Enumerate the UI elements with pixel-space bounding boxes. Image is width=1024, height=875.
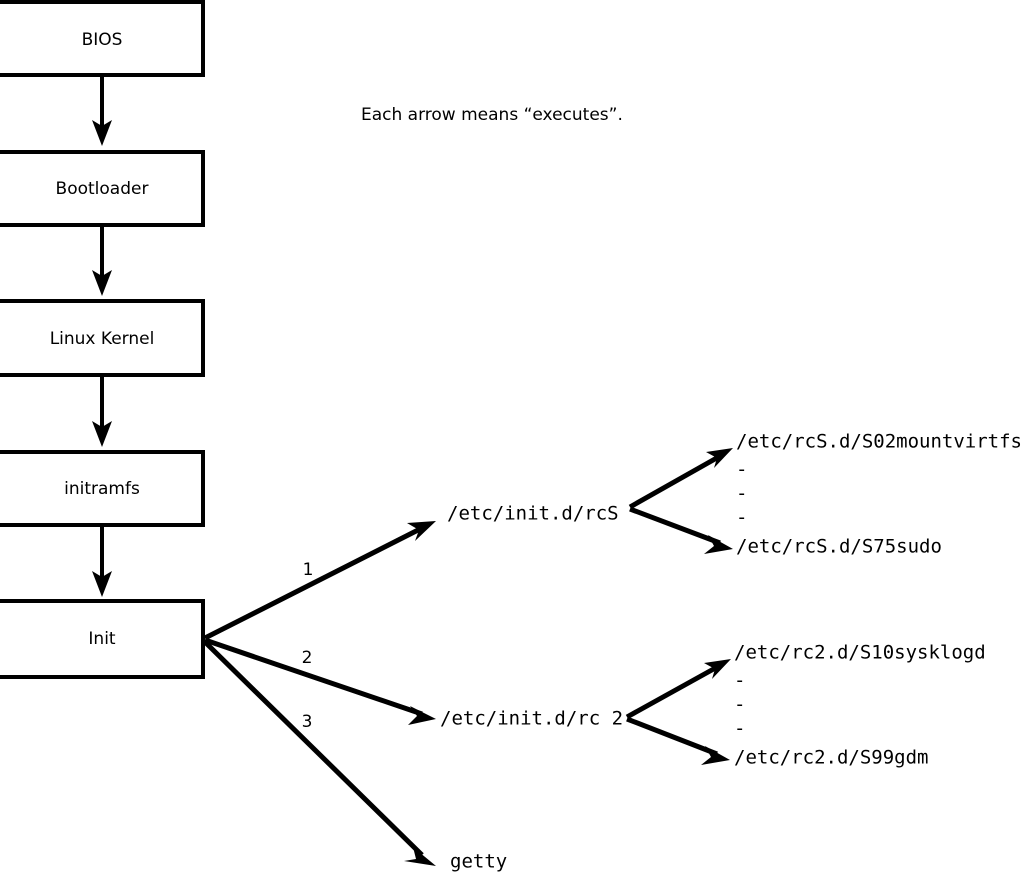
arrowhead-kernel-to-initramfs [92, 421, 112, 447]
rcs-ellipsis-dash-3: - [736, 507, 747, 529]
box-initramfs-rect [0, 450, 205, 527]
box-bios[interactable]: BIOS [0, 0, 205, 77]
box-bios-label: BIOS [82, 30, 123, 50]
rc2-last-script-label: /etc/rc2.d/S99gdm [734, 747, 928, 769]
branch-2-number: 2 [302, 648, 313, 668]
branch-2-line [204, 637, 423, 717]
rc2-lower-line [626, 716, 718, 757]
box-initramfs[interactable]: initramfs [0, 450, 205, 527]
rc2-subfork: /etc/rc2.d/S10sysklogd - - - /etc/rc2.d/… [625, 642, 986, 769]
box-initramfs-label: initramfs [64, 479, 140, 499]
branch-1-line [203, 524, 426, 641]
init-branch-1: 1 /etc/init.d/rcS [203, 503, 619, 641]
rc2-ellipsis-dash-3: - [734, 718, 745, 740]
init-branch-3: 3 getty [203, 640, 507, 873]
branch-1-number: 1 [303, 560, 314, 580]
box-linux-kernel-label: Linux Kernel [50, 329, 155, 349]
rcs-ellipsis-dash-2: - [736, 483, 747, 505]
arrowhead-branch-3 [404, 847, 436, 866]
chain-connectors [92, 75, 112, 597]
arrowhead-rcs-lower [704, 535, 733, 554]
rc2-first-script-label: /etc/rc2.d/S10sysklogd [734, 642, 986, 664]
box-init-rect [0, 599, 205, 679]
box-init-label: Init [88, 629, 116, 649]
branch-2-target-label: /etc/init.d/rc 2 [440, 708, 623, 730]
arrowhead-bios-to-bootloader [92, 120, 112, 146]
rcs-lower-line [629, 506, 721, 546]
rcs-ellipsis-dash-1: - [736, 459, 747, 481]
rc2-ellipsis-dash-1: - [734, 670, 745, 692]
rc2-upper-line [625, 663, 721, 720]
arrowhead-rc2-upper [704, 659, 731, 679]
arrowhead-rc2-lower [701, 746, 730, 765]
rcs-first-script-label: /etc/rcS.d/S02mountvirtfs [736, 431, 1022, 453]
box-linux-kernel[interactable]: Linux Kernel [0, 299, 205, 377]
box-init[interactable]: Init [0, 599, 205, 679]
arrowhead-rcs-upper [706, 448, 733, 468]
box-bios-rect [0, 0, 205, 77]
arrowhead-branch-1 [407, 521, 436, 541]
rcs-last-script-label: /etc/rcS.d/S75sudo [736, 536, 942, 558]
box-bootloader-label: Bootloader [56, 179, 149, 199]
diagram-caption: Each arrow means “executes”. [361, 105, 623, 125]
box-linux-kernel-rect [0, 299, 205, 377]
branch-3-target-label: getty [450, 851, 507, 873]
box-bootloader[interactable]: Bootloader [0, 150, 205, 227]
init-branch-2: 2 /etc/init.d/rc 2 [204, 637, 623, 730]
branch-3-number: 3 [302, 712, 313, 732]
branch-3-line [203, 640, 424, 857]
box-bootloader-rect [0, 150, 205, 227]
arrowhead-initramfs-to-init [92, 571, 112, 597]
rcs-subfork: /etc/rcS.d/S02mountvirtfs - - - /etc/rcS… [628, 431, 1022, 558]
arrowhead-branch-2 [408, 706, 436, 725]
rcs-upper-line [628, 452, 724, 510]
rc2-ellipsis-dash-2: - [734, 694, 745, 716]
arrowhead-bootloader-to-kernel [92, 270, 112, 296]
branch-1-target-label: /etc/init.d/rcS [447, 503, 619, 525]
